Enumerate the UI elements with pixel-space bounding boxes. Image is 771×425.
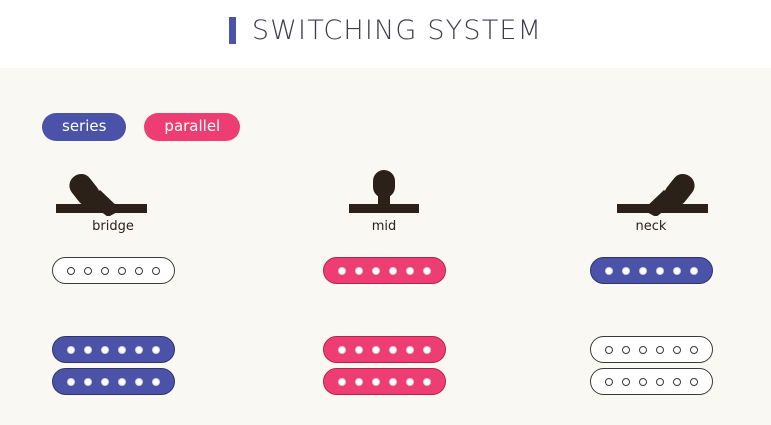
single-coil-wrap-neck [541, 257, 761, 284]
pole-piece [66, 377, 75, 386]
pole-piece [83, 266, 92, 275]
pole-piece [655, 377, 664, 386]
pickup-column-neck: neck [541, 168, 761, 395]
page-header: SWITCHING SYSTEM [0, 0, 771, 68]
switch-lever-right-icon [617, 173, 708, 216]
pole-piece [117, 266, 126, 275]
pole-piece [354, 345, 363, 354]
single-coil-wrap-bridge [3, 257, 223, 284]
humbucker-coil-bottom [322, 368, 446, 395]
title-accent-bar [228, 16, 236, 44]
pole-piece [388, 266, 397, 275]
pole-piece [134, 345, 143, 354]
pole-piece [422, 266, 431, 275]
pole-piece [405, 377, 414, 386]
pole-piece [388, 345, 397, 354]
pole-piece [83, 345, 92, 354]
pole-piece [672, 377, 681, 386]
pole-piece [604, 266, 613, 275]
pole-piece [337, 345, 346, 354]
pole-piece [422, 345, 431, 354]
pole-piece [638, 266, 647, 275]
pole-piece [354, 377, 363, 386]
pickup-column-mid: mid [274, 168, 494, 395]
legend-badge-parallel: parallel [144, 113, 241, 141]
pole-piece [83, 377, 92, 386]
pole-piece [117, 345, 126, 354]
pole-piece [689, 345, 698, 354]
switch-bridge[interactable] [3, 168, 223, 216]
switch-lever-center-icon [349, 170, 419, 213]
pole-piece [66, 345, 75, 354]
humbucker-bridge [3, 336, 223, 395]
switch-mid[interactable] [274, 168, 494, 216]
humbucker-coil-top [322, 336, 446, 363]
pole-piece [354, 266, 363, 275]
pole-piece [405, 345, 414, 354]
switch-neck[interactable] [541, 168, 761, 216]
pole-piece [151, 266, 160, 275]
pole-piece [100, 345, 109, 354]
pole-piece [621, 377, 630, 386]
pole-piece [117, 377, 126, 386]
pole-piece [638, 345, 647, 354]
switch-label-bridge: bridge [92, 219, 134, 234]
humbucker-coil-bottom [589, 368, 713, 395]
humbucker-coil-top [51, 336, 175, 363]
pole-piece [337, 266, 346, 275]
pole-piece [337, 377, 346, 386]
pole-piece [604, 345, 613, 354]
pole-piece [672, 345, 681, 354]
single-coil-neck [589, 257, 713, 284]
pole-piece [405, 266, 414, 275]
pole-piece [604, 377, 613, 386]
single-coil-mid [322, 257, 446, 284]
pole-piece [655, 345, 664, 354]
humbucker-coil-bottom [51, 368, 175, 395]
diagram-panel: series parallel bridge [0, 68, 771, 425]
switch-label-neck: neck [635, 219, 667, 234]
pole-piece [388, 377, 397, 386]
pole-piece [621, 266, 630, 275]
pole-piece [689, 377, 698, 386]
pole-piece [134, 266, 143, 275]
pole-piece [371, 266, 380, 275]
pole-piece [655, 266, 664, 275]
pole-piece [371, 345, 380, 354]
legend: series parallel [42, 113, 241, 141]
pole-piece [638, 377, 647, 386]
pole-piece [689, 266, 698, 275]
single-coil-wrap-mid [274, 257, 494, 284]
pole-piece [151, 377, 160, 386]
humbucker-coil-top [589, 336, 713, 363]
pole-piece [621, 345, 630, 354]
pole-piece [672, 266, 681, 275]
switch-lever-left-icon [56, 173, 147, 216]
pole-piece [134, 377, 143, 386]
switch-label-mid: mid [371, 219, 397, 234]
pickup-column-bridge: bridge [3, 168, 223, 395]
legend-badge-series: series [42, 113, 127, 141]
pole-piece [100, 377, 109, 386]
page-title: SWITCHING SYSTEM [251, 14, 543, 46]
pole-piece [422, 377, 431, 386]
pole-piece [151, 345, 160, 354]
humbucker-neck [541, 336, 761, 395]
single-coil-bridge [51, 257, 175, 284]
humbucker-mid [274, 336, 494, 395]
pole-piece [371, 377, 380, 386]
pole-piece [66, 266, 75, 275]
pole-piece [100, 266, 109, 275]
